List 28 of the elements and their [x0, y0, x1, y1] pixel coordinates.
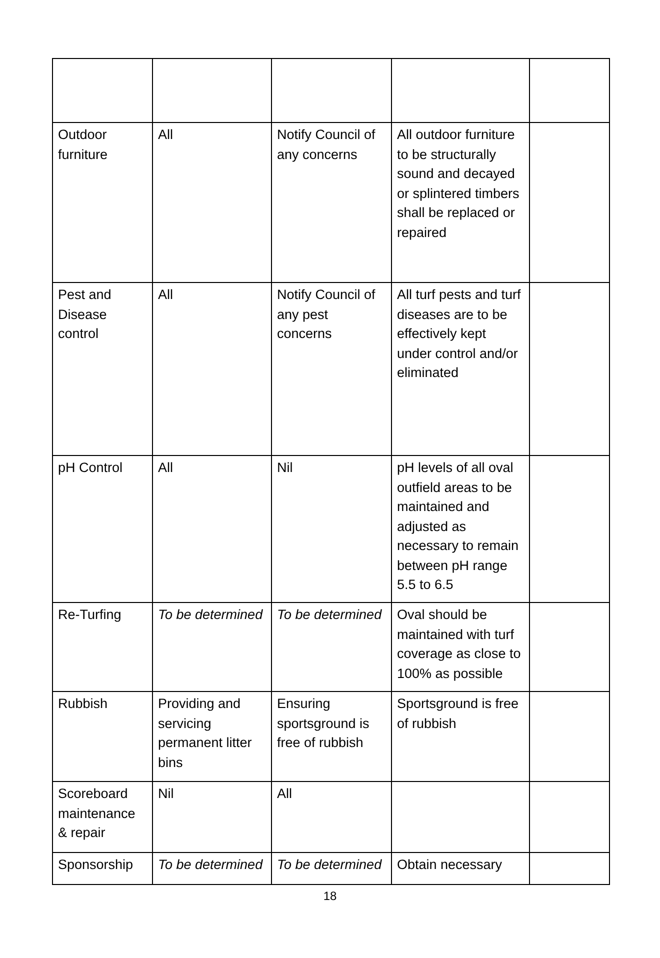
- task-name: Scoreboard maintenance & repair: [52, 781, 153, 853]
- standard-text: Obtain necessary: [391, 852, 530, 885]
- responsibility-text: To be determined: [271, 852, 392, 885]
- responsibility-text: Providing and servicing permanent litter bins: [152, 691, 272, 782]
- responsibility-text: Notify Council of any pest concerns: [271, 282, 392, 456]
- task-name: Pest and Disease control: [52, 282, 153, 456]
- task-name: Rubbish: [52, 691, 153, 782]
- standard-text: All outdoor furniture to be structurally sound and decayed or splintered timbers shall be replaced or repaired: [391, 122, 530, 283]
- responsibility-text: Notify Council of any concerns: [271, 122, 392, 283]
- task-name: Sponsorship: [52, 852, 153, 885]
- task-name: Re-Turfing: [52, 602, 153, 692]
- page-number: 18: [322, 889, 338, 903]
- standard-text: pH levels of all oval outfield areas to be maintained and adjusted as necessary to remain between pH range 5.5 to 6.5: [391, 455, 530, 603]
- responsibility-text: Nil: [152, 781, 272, 853]
- responsibility-text: Nil: [271, 455, 392, 603]
- responsibility-text: All: [152, 282, 272, 456]
- standard-text: All turf pests and turf diseases are to be effectively kept under control and/or eliminated: [391, 282, 530, 456]
- responsibility-text: To be determined: [152, 602, 272, 692]
- responsibility-text: All: [152, 122, 272, 283]
- task-name: Outdoor furniture: [52, 122, 153, 283]
- standard-text: Sportsground is free of rubbish: [391, 691, 530, 782]
- responsibility-text: Ensuring sportsground is free of rubbish: [271, 691, 392, 782]
- standard-text: Oval should be maintained with turf coverage as close to 100% as possible: [391, 602, 530, 692]
- task-name: pH Control: [52, 455, 153, 603]
- responsibility-text: All: [271, 781, 392, 853]
- responsibility-text: To be determined: [152, 852, 272, 885]
- responsibility-text: All: [152, 455, 272, 603]
- responsibility-text: To be determined: [271, 602, 392, 692]
